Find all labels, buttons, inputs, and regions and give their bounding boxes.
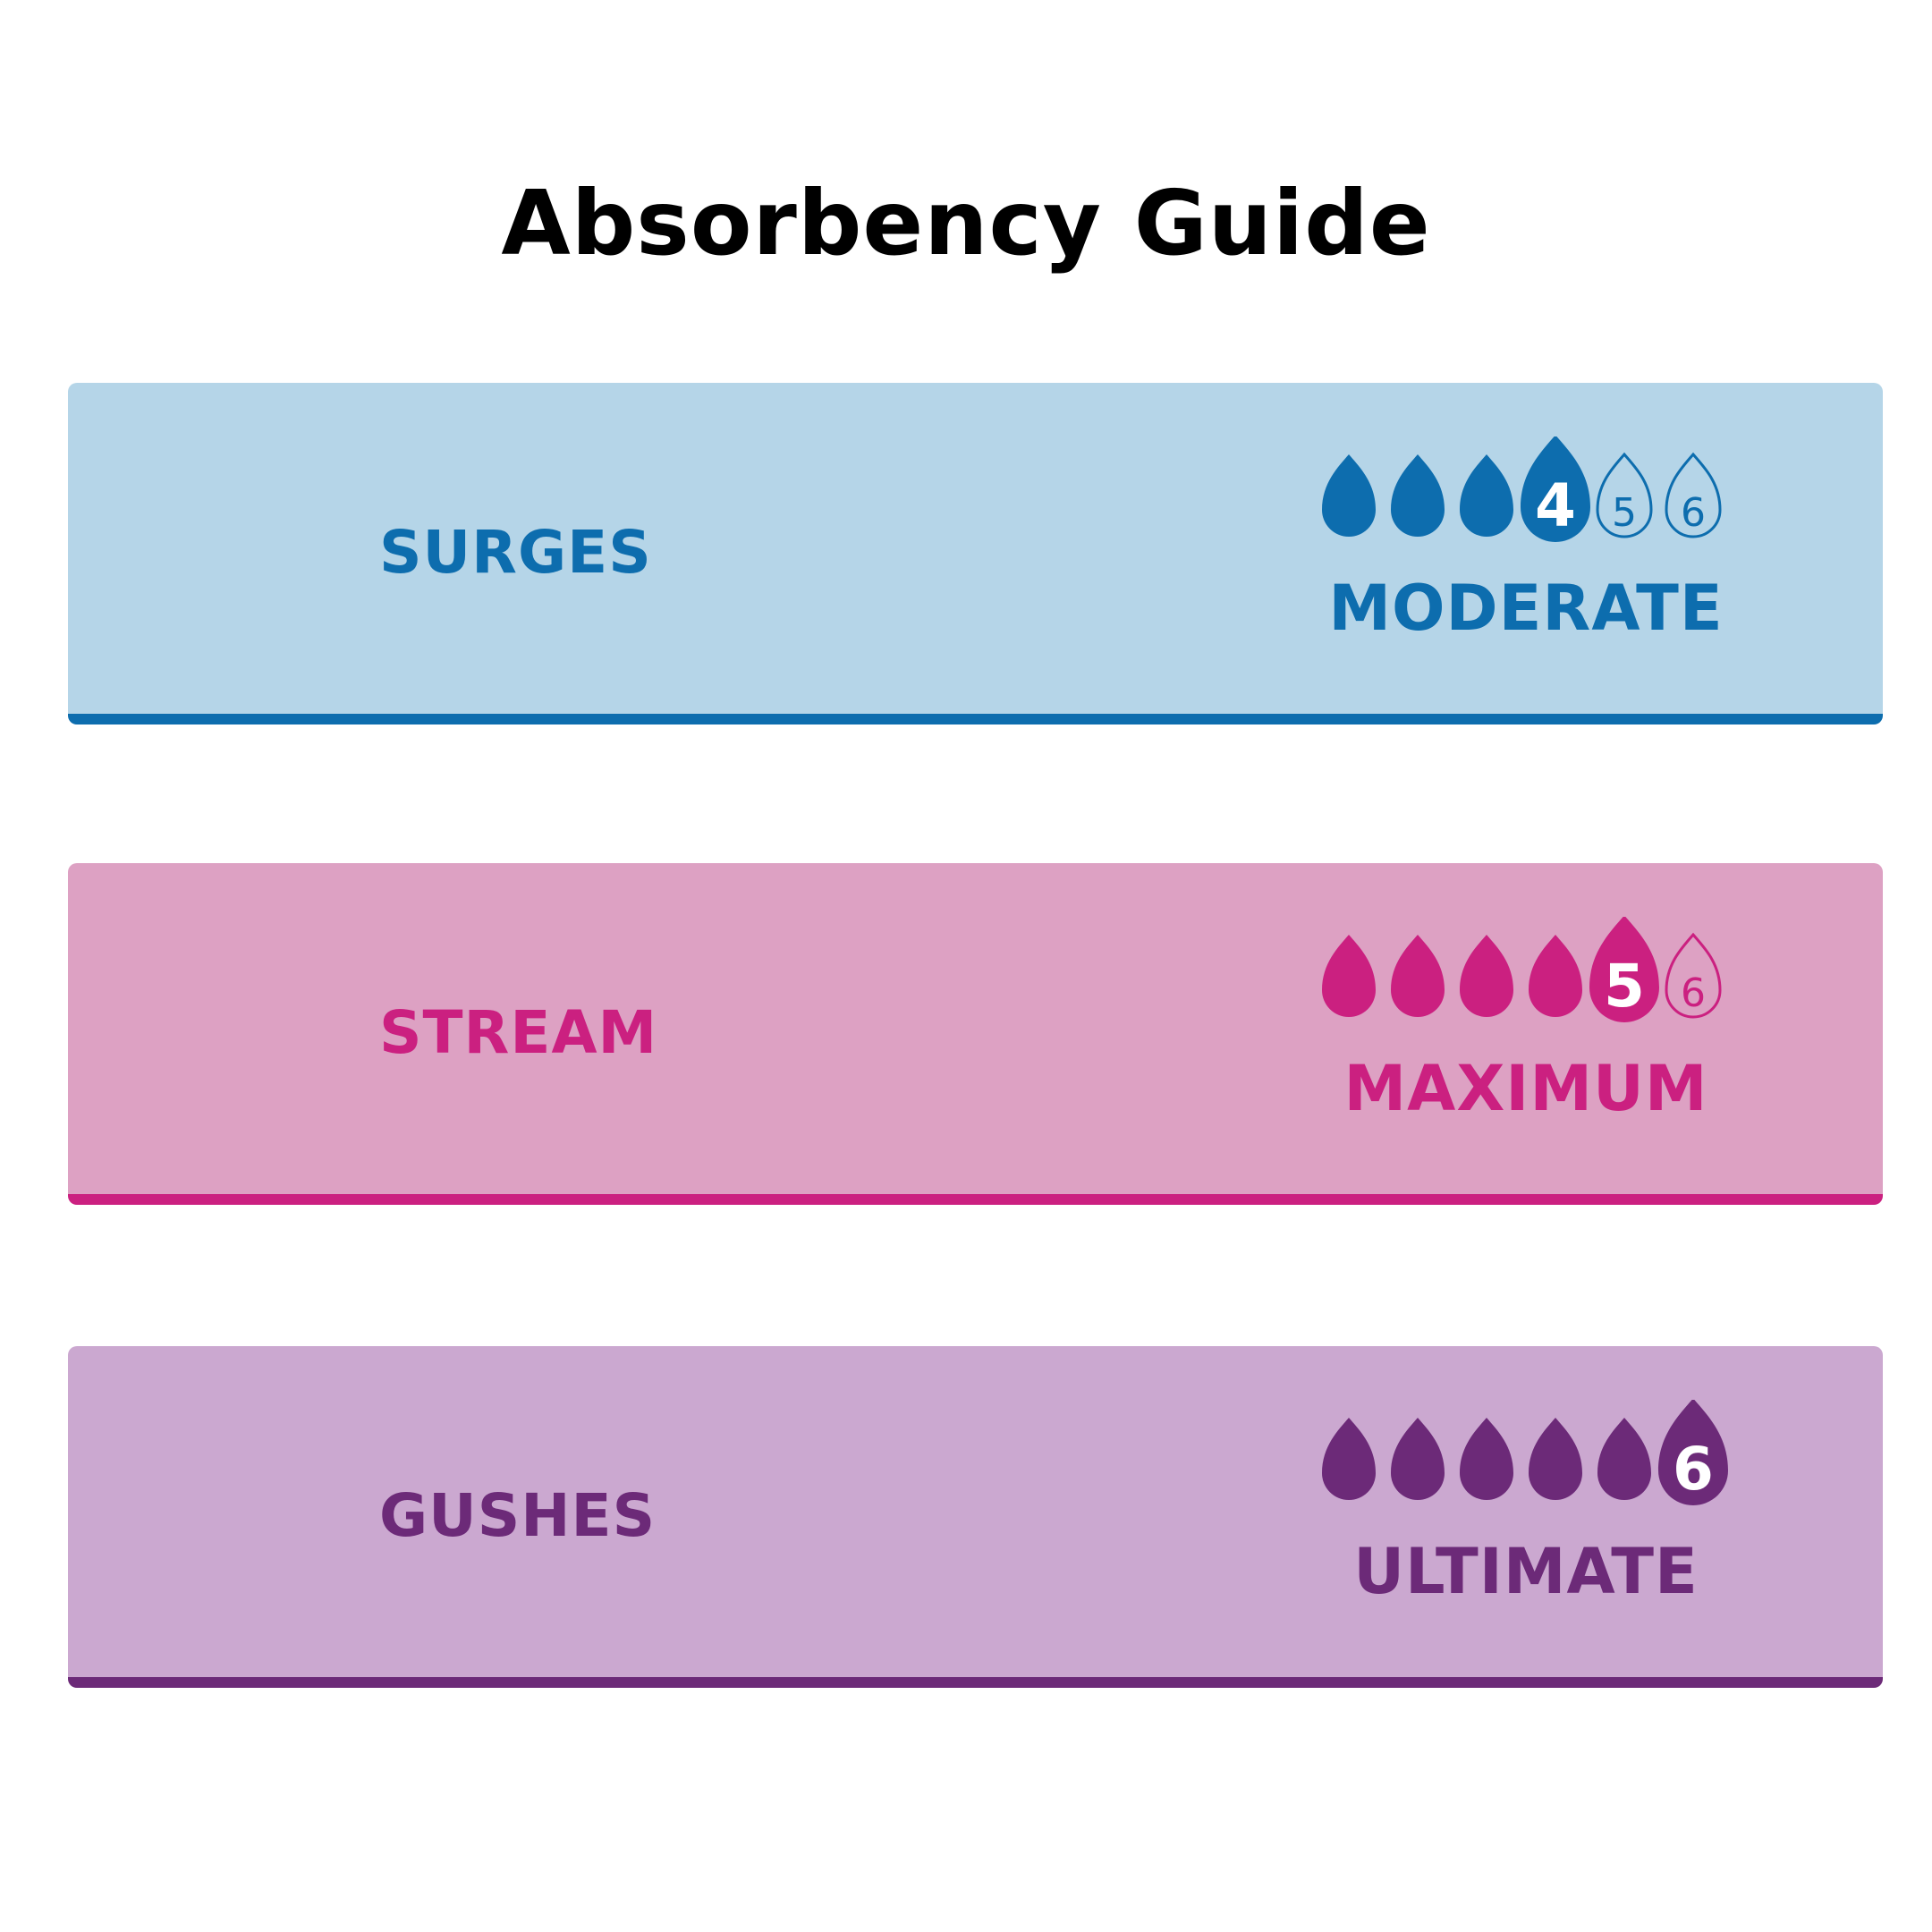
water-drop-icon-filled — [1322, 454, 1376, 537]
water-drop-icon-filled — [1391, 454, 1445, 537]
water-drop-icon-filled — [1460, 935, 1513, 1018]
drop-level-number: 6 — [1681, 490, 1706, 536]
water-drop-icon-filled — [1529, 935, 1582, 1017]
level-name: ULTIMATE — [1353, 1535, 1699, 1608]
water-drop-icon-outline: 5 — [1596, 452, 1653, 538]
drop-level-number: 6 — [1673, 1435, 1714, 1504]
water-drop-icon-filled — [1322, 935, 1376, 1017]
band-label: STREAM — [379, 998, 658, 1067]
drop-level-number: 5 — [1612, 490, 1637, 536]
water-drop-icon-outline: 6 — [1665, 932, 1722, 1019]
water-drop-icon-filled — [1597, 1418, 1651, 1500]
level-name: MAXIMUM — [1343, 1052, 1708, 1125]
band-label: GUSHES — [379, 1481, 657, 1550]
water-drop-icon-current: 5 — [1589, 917, 1659, 1022]
absorbency-band-gushes: GUSHES 6 ULTIMATE — [68, 1346, 1883, 1688]
band-label: SURGES — [379, 518, 652, 587]
water-drop-icon-filled — [1391, 935, 1445, 1017]
drop-rating-icons: 6 — [1322, 1400, 1728, 1505]
water-drop-icon-filled — [1529, 1418, 1582, 1500]
level-name: MODERATE — [1328, 572, 1724, 645]
water-drop-icon-current: 4 — [1521, 436, 1590, 542]
water-drop-icon-outline: 6 — [1665, 452, 1722, 538]
water-drop-icon-filled — [1391, 1418, 1445, 1500]
drop-level-number: 5 — [1604, 952, 1645, 1021]
water-drop-icon-filled — [1322, 1418, 1376, 1500]
page-title: Absorbency Guide — [501, 171, 1431, 275]
absorbency-rating: 6 ULTIMATE — [1249, 1400, 1803, 1659]
drop-level-number: 4 — [1535, 471, 1576, 540]
water-drop-icon-filled — [1460, 454, 1513, 538]
water-drop-icon-current: 6 — [1658, 1400, 1728, 1505]
water-drop-icon-filled — [1460, 1418, 1513, 1501]
drop-level-number: 6 — [1681, 970, 1706, 1016]
